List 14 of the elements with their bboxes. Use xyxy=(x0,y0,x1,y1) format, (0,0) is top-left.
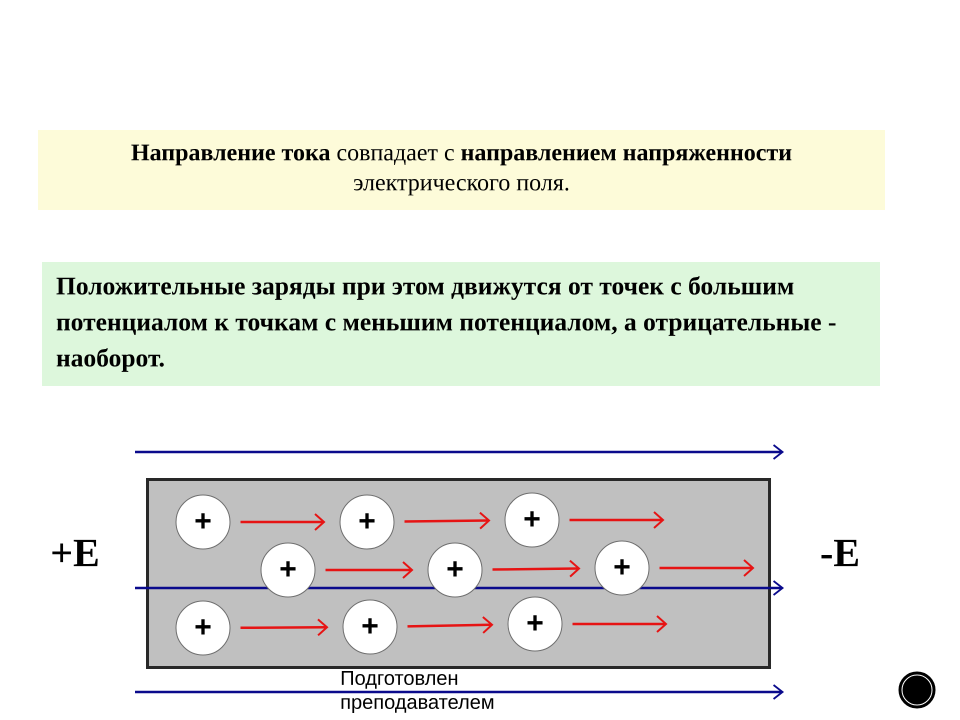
text-box: Направление тока совпадает с направлением напряженности электрического поля. xyxy=(38,130,885,210)
arrow xyxy=(570,511,664,529)
arrow xyxy=(492,560,581,578)
arrow xyxy=(404,512,491,530)
arrow xyxy=(660,559,754,577)
arrow xyxy=(572,615,668,633)
arrow xyxy=(240,618,329,636)
arrow xyxy=(407,616,494,634)
text-box: Положительные заряды при этом движутся от точек с большим потенциалом к точкам с меньшим потенциалом, а отрицательные - наоборот. xyxy=(42,262,880,386)
arrow xyxy=(240,513,326,531)
author-note: Подготовлен преподавателем xyxy=(342,671,494,713)
pole-label: +E xyxy=(52,540,98,566)
pole-label: -E xyxy=(821,540,858,566)
arrow xyxy=(326,561,414,579)
